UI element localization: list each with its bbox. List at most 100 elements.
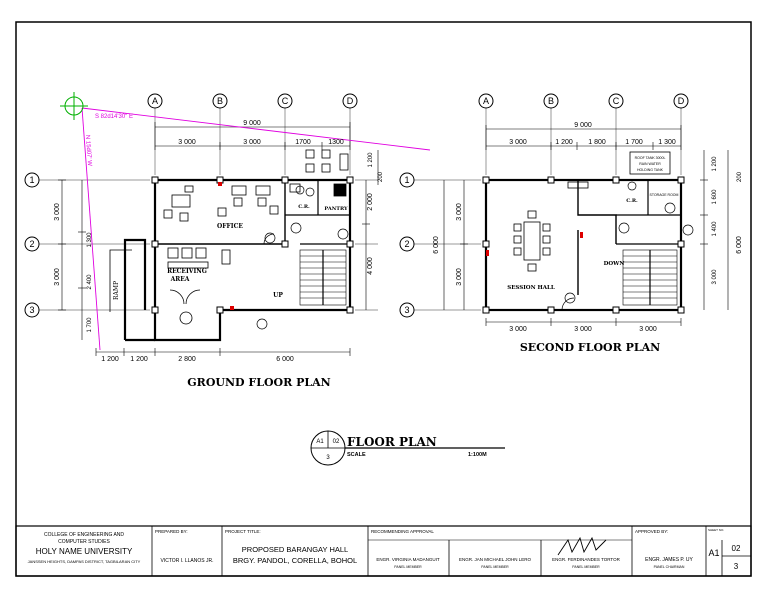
second-top-dim-4: 1 700 [625,139,643,146]
second-red-markers [486,232,583,256]
survey-crosshair [60,92,88,120]
project-title-1: PROPOSED BARANGAY HALL [242,545,348,554]
tank-label-3: HOLDING TANK [637,168,664,172]
ground-col-a-label: A [152,96,158,106]
second-overall-top-dim: 9 000 [574,122,592,129]
cr-label: C.R. [298,204,310,210]
ground-overall-top-dim: 9 000 [243,120,261,127]
ground-top-dim-2: 3 000 [243,139,261,146]
ground-labels: A B C D 1 2 3 S 82d14'30" E N 15d07' W 9… [29,96,384,389]
second-right-small-dim: 200 [737,171,743,182]
ground-top-dim-4: 1300 [328,139,344,146]
ground-top-dim-1: 3 000 [178,139,196,146]
receiving-label-2: AREA [170,276,190,283]
second-bottom-dim-2: 3 000 [574,326,592,333]
recommending-label: RECOMMENDING APPROVAL [371,529,434,534]
ground-bottom-dim-2: 1 200 [130,356,148,363]
receiving-furniture [167,247,231,325]
roof-tank [567,151,671,189]
ramp [109,238,155,342]
ground-left-outer-dim-1: 1 300 [87,232,93,248]
ground-stairs [299,249,347,306]
survey-bearing-1: S 82d14'30" E [95,114,133,120]
second-bubbles [399,93,689,318]
conference-table [513,210,551,272]
approved-label: APPROVED BY: [635,529,668,534]
ground-col-c-label: C [282,96,289,106]
second-col-d-label: D [678,96,685,106]
ground-col-b-label: B [217,96,223,106]
ground-right-small-dim-1: 1 200 [368,152,374,168]
college-line-1: COLLEGE OF ENGINEERING AND [44,532,124,538]
stamp-title: FLOOR PLAN [347,435,437,449]
second-floor-plan [399,93,729,326]
sheet-total: 3 [734,562,739,571]
second-left-outer-dim: 6 000 [433,236,440,254]
second-bottom-dim-3: 3 000 [639,326,657,333]
ground-left-outer-dim-3: 1 700 [87,317,93,333]
second-cr-label: C.R. [626,198,638,204]
panel-member-3-name: ENGR. FERDINANDES TORTOR [552,557,620,562]
second-top-dim-2: 1 200 [555,139,573,146]
ground-right-dim-2: 4 000 [367,257,374,275]
tank-label-1: ROOF TANK 3000L [635,156,666,160]
second-right-dim-4: 3 000 [712,269,718,285]
stamp-sheet: A1 [316,439,324,445]
panel-member-1-name: ENGR. VIRGINIA MADANGUIT [376,557,440,562]
second-dimension-lines [443,125,729,326]
prepared-label: PREPARED BY: [155,529,188,534]
ramp-label: RAMP [113,281,120,300]
ground-columns [151,176,354,314]
panel-member-1-role: PANEL MEMBER [394,565,422,569]
ground-bottom-dim-1: 1 200 [101,356,119,363]
ground-row-1-label: 1 [29,175,34,185]
second-labels: A B C D 1 2 3 9 000 3 000 1 200 1 800 1 … [404,96,743,354]
second-row-2-label: 2 [404,239,409,249]
ground-col-d-label: D [347,96,354,106]
project-label: PROJECT TITLE: [225,529,261,534]
cr-pantry-fixtures [289,149,349,197]
second-col-a-label: A [483,96,489,106]
ground-walls [153,178,352,342]
title-block-text: COLLEGE OF ENGINEERING AND COMPUTER STUD… [28,528,741,571]
second-right-dim-1: 1 200 [712,156,718,172]
ground-top-dimensions [154,122,351,150]
ground-left-dim-2: 3 000 [54,268,61,286]
panel-member-2-role: PANEL MEMBER [481,565,509,569]
down-label: DOWN [604,261,625,267]
university-address: JANSSEN HEIGHTS, DAMPAS DISTRICT, TAGBIL… [28,559,141,564]
stamp-scale-value: 1:100M [468,452,487,458]
office-furniture [163,185,279,222]
stamp-num: 3 [326,455,330,461]
ground-bottom-dim-3: 2 800 [178,356,196,363]
second-doors [561,181,694,311]
title-block [15,525,752,577]
receiving-label-1: RECEIVING [167,268,207,275]
second-columns [482,176,685,314]
second-right-dim-3: 1 400 [712,221,718,237]
office-label: OFFICE [217,223,243,230]
ground-right-dimensions [362,150,379,310]
ground-red-markers [218,182,234,310]
university-name: HOLY NAME UNIVERSITY [36,547,133,556]
ground-left-dim-1: 3 000 [54,203,61,221]
panel-member-3-role: PANEL MEMBER [572,565,600,569]
drawing-title-stamp: A1 02 3 FLOOR PLAN SCALE 1:100M [310,430,505,466]
ground-right-dim-1: 2 000 [367,193,374,211]
signature [557,536,607,556]
ground-row-2-label: 2 [29,239,34,249]
prepared-name: VICTOR I. LLANOS JR. [161,558,214,564]
second-floor-title: SECOND FLOOR PLAN [520,341,660,354]
second-col-b-label: B [548,96,554,106]
session-hall-label: SESSION HALL [507,285,555,291]
project-title-2: BRGY. PANDOL, CORELLA, BOHOL [233,556,357,565]
panel-member-2-name: ENGR. JAN MICHAEL JOHN LERO [459,557,532,562]
stamp-code: 02 [333,439,340,445]
stamp-scale-label: SCALE [347,452,366,458]
approved-role: PANEL CHAIRMAN [654,565,685,569]
second-right-outer-dim: 6 000 [736,236,743,254]
second-row-1-label: 1 [404,175,409,185]
sheet-border [15,21,752,577]
pantry-label: PANTRY [324,206,348,212]
